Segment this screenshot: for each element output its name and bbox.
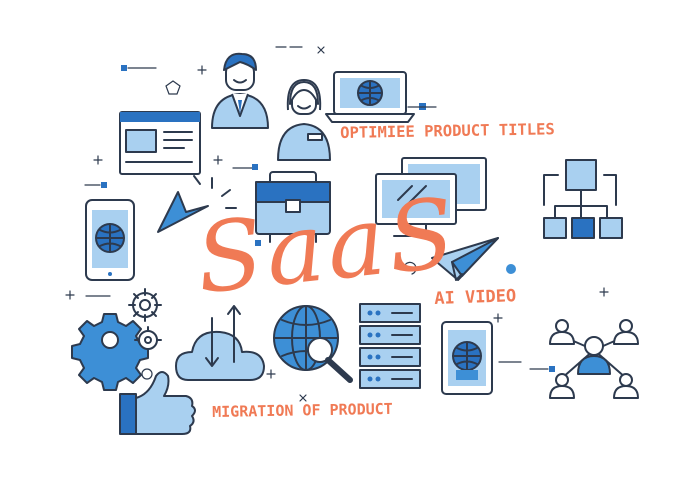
- cloud-sync-icon: [175, 305, 265, 381]
- laptop-globe-icon: [325, 71, 415, 123]
- paper-plane-icon: [431, 237, 499, 281]
- ai-video-label: AI VIDEO: [434, 286, 517, 309]
- smartphone-globe-icon: [85, 199, 135, 281]
- tablet-globe-icon: [441, 321, 493, 395]
- saas-title: SaaS: [191, 176, 464, 316]
- woman-support-icon: [277, 79, 331, 161]
- globe-search-icon: [273, 305, 353, 383]
- briefcase-icon: [255, 171, 331, 243]
- businessman-icon: [211, 52, 269, 129]
- decorative-sparkles: [65, 46, 609, 402]
- gears-icon: [71, 288, 162, 391]
- desktop-monitors-icon: [375, 157, 487, 237]
- thumbs-up-icon: [119, 371, 196, 435]
- browser-window-icon: [119, 111, 201, 175]
- server-rack-icon: [359, 303, 421, 389]
- optimize-product-titles-label: OPTIMIEE PRODUCT TITLES: [340, 120, 555, 142]
- team-network-icon: [549, 319, 639, 399]
- cursor-arrow-icon: [157, 175, 237, 233]
- org-chart-icon: [543, 159, 623, 239]
- migration-of-product-label: MIGRATION OF PRODUCT: [212, 399, 393, 421]
